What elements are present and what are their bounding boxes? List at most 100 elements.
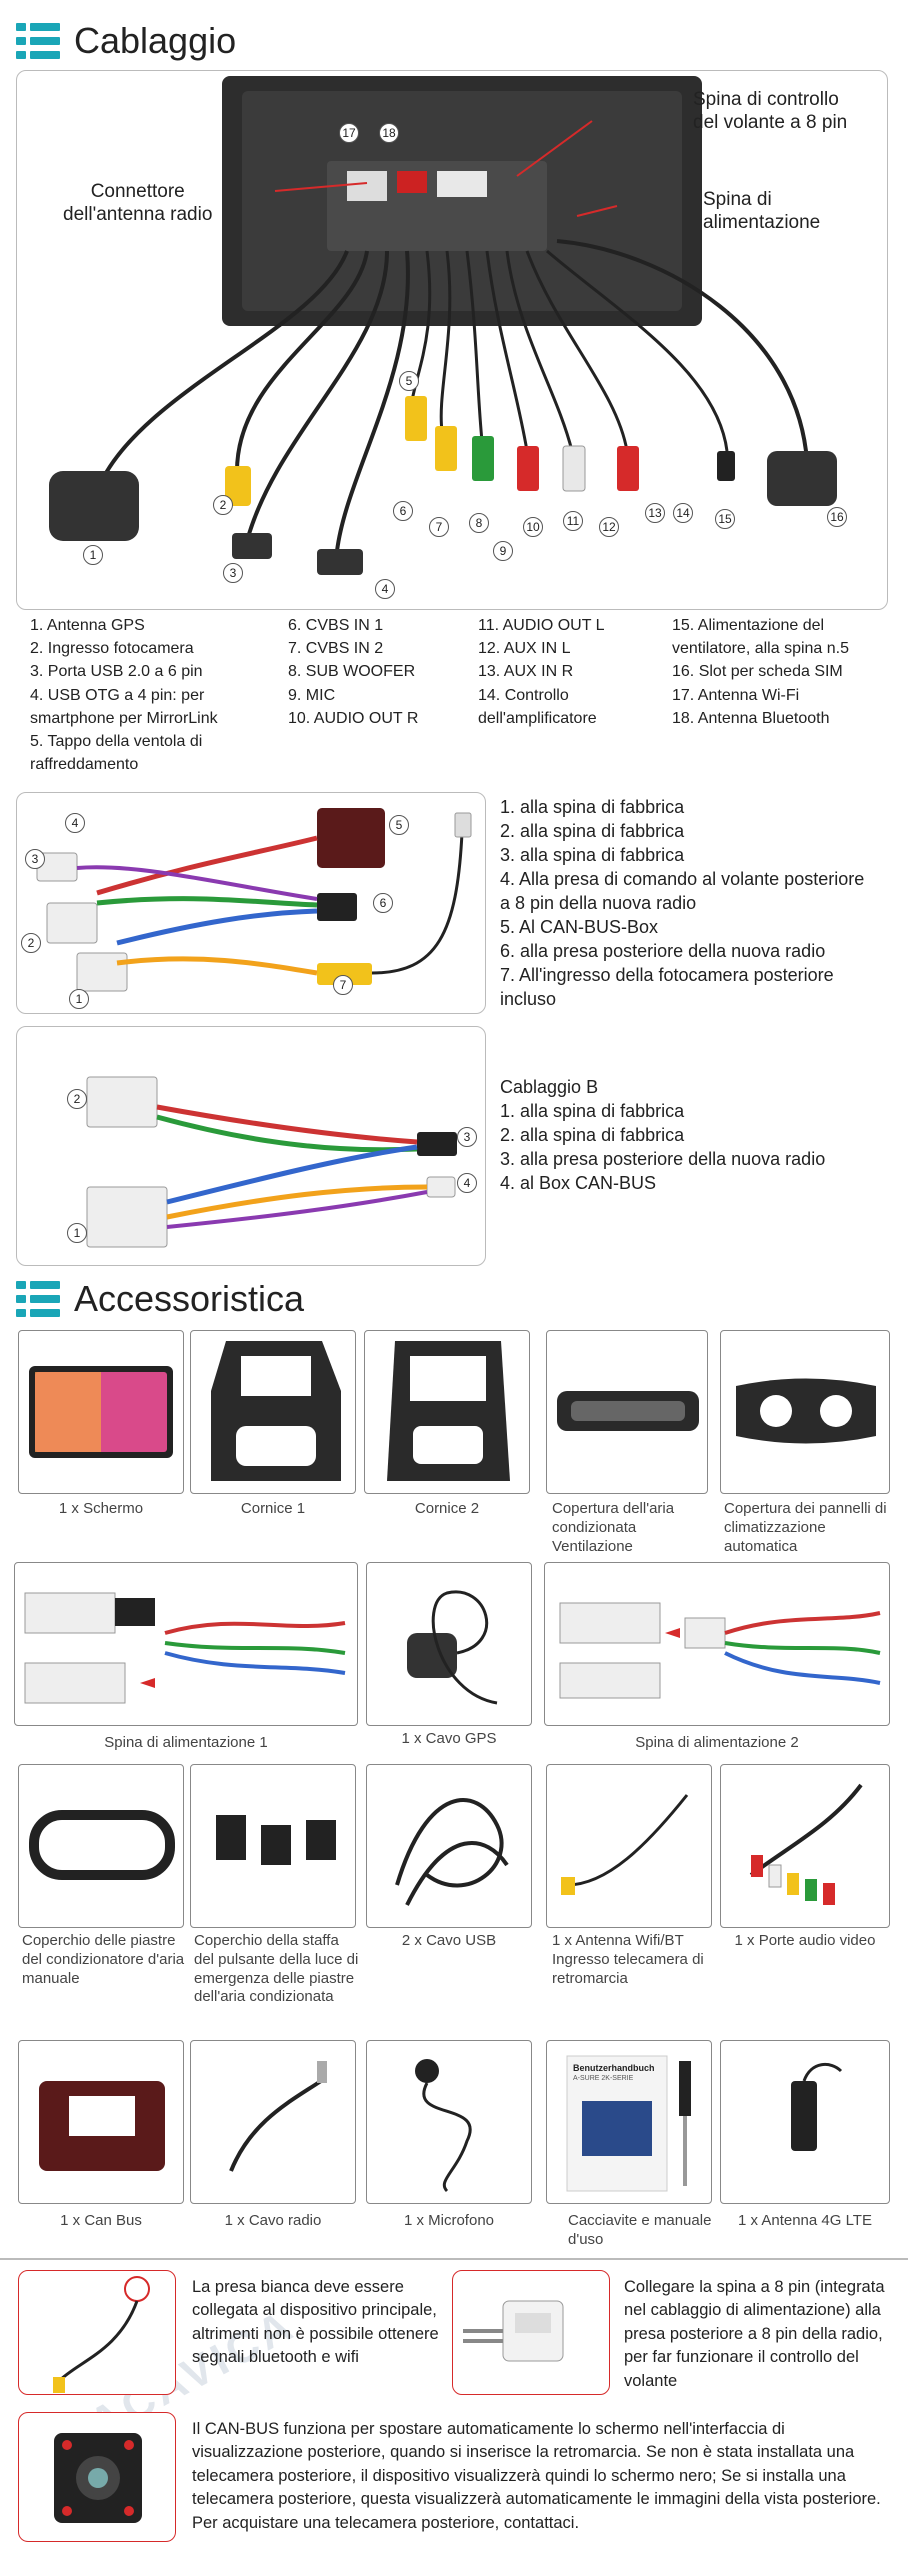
- usb6-plug: [232, 533, 272, 559]
- harness-b-number: 2: [67, 1089, 87, 1109]
- accessory-gps-cable: [366, 1562, 532, 1726]
- caption: 1 x Porte audio video: [734, 1932, 876, 1949]
- caption: Cacciavite e manuale d'uso: [568, 2212, 712, 2248]
- caption: 1 x Microfono: [403, 2212, 495, 2229]
- wiring-title: Cablaggio: [74, 20, 237, 61]
- accessory-screen: [18, 1330, 184, 1494]
- manual-label: Benutzerhandbuch: [573, 2063, 655, 2073]
- harness-b-panel: 2 1 3 4: [16, 1026, 486, 1266]
- note-canbus-image: [18, 2412, 176, 2542]
- callout-antenna-connector: Connettore dell'antenna radio: [63, 181, 213, 225]
- accessory-canbus: [18, 2040, 184, 2204]
- harness-a-number: 4: [65, 813, 85, 833]
- accessory-ac-cover: [546, 1330, 708, 1494]
- diagram-number: 7: [429, 517, 449, 537]
- accessories-title: Accessoristica: [74, 1278, 305, 1319]
- caption: 2 x Cavo USB: [401, 1932, 497, 1949]
- harness-b-number: 3: [457, 1127, 477, 1147]
- harness-a-number: 7: [333, 975, 353, 995]
- accessory-4g-antenna: [720, 2040, 890, 2204]
- harness-a-number: 6: [373, 893, 393, 913]
- note-white-plug-image: [18, 2270, 176, 2395]
- accessory-av-ports: [720, 1764, 890, 1928]
- diagram-number: 17: [339, 123, 359, 143]
- callout-line-power: [576, 205, 618, 217]
- caption: 1 x Antenna Wifi/BT Ingresso telecamera …: [552, 1932, 704, 1987]
- diagram-number: 4: [375, 579, 395, 599]
- accessory-frame-2: [364, 1330, 530, 1494]
- harness-b-number: 4: [457, 1173, 477, 1193]
- accessory-hazard-bracket-cover: [190, 1764, 356, 1928]
- gps-cable: [95, 250, 349, 492]
- diagram-number: 1: [83, 545, 103, 565]
- diagram-number: 14: [673, 503, 693, 523]
- diagram-number: 18: [379, 123, 399, 143]
- accessory-power-plug-1: [14, 1562, 358, 1726]
- harness-a-number: 2: [21, 933, 41, 953]
- notes-separator: [0, 2258, 908, 2560]
- list-icon: [16, 1279, 62, 1319]
- diagram-number: 13: [645, 503, 665, 523]
- white-connector: [347, 171, 387, 201]
- camera-rca: [225, 466, 251, 506]
- diagram-number: 8: [469, 513, 489, 533]
- callout-line-steering: [516, 120, 593, 177]
- note-white-plug: La presa bianca deve essere collegata al…: [192, 2278, 439, 2367]
- camera-cable: [235, 250, 369, 472]
- gps-module: [49, 471, 139, 541]
- caption: 1 x Can Bus: [60, 2212, 142, 2229]
- caption: 1 x Antenna 4G LTE: [738, 2212, 872, 2229]
- harness-a-diagram: [36, 808, 472, 992]
- power-connector: [437, 171, 487, 197]
- rca-6: [405, 396, 427, 441]
- harness-a-panel: 4 3 2 1 5 6 7: [16, 792, 486, 1014]
- diagram-number: 15: [715, 509, 735, 529]
- accessory-auto-ac-cover: [720, 1330, 890, 1494]
- accessory-screwdriver-manual: Benutzerhandbuch A-SURE 2K-SERIE: [546, 2040, 712, 2204]
- diagram-number: 11: [563, 511, 583, 531]
- caption: Cornice 2: [414, 1500, 480, 1517]
- callout-power-plug: Spina di alimentazione: [703, 189, 821, 233]
- accessory-wifi-bt-antenna: [546, 1764, 712, 1928]
- accessory-manual-ac-cover: [18, 1764, 184, 1928]
- caption: Copertura dei pannelli di climatizzazion…: [724, 1500, 887, 1555]
- caption: 1 x Cavo radio: [224, 2212, 322, 2229]
- canbus-box: [317, 808, 385, 868]
- accessory-microphone: [366, 2040, 532, 2204]
- harness-a-number: 3: [25, 849, 45, 869]
- rca-7: [435, 426, 457, 471]
- legend-column-4: 15. Alimentazione del ventilatore, alla …: [672, 617, 849, 727]
- callout-steering-plug: Spina di controllo del volante a 8 pin: [693, 89, 848, 133]
- red-connector: [397, 171, 427, 193]
- accessory-usb-cable: [366, 1764, 532, 1928]
- caption: 1 x Schermo: [58, 1500, 144, 1517]
- caption: Coperchio della staffa del pulsante dell…: [194, 1932, 359, 2006]
- sim-cable: [556, 239, 809, 462]
- sim-module: [767, 451, 837, 506]
- usb4-cable: [335, 250, 410, 552]
- caption: Copertura dell'aria condizionata Ventila…: [552, 1500, 675, 1555]
- accessory-frame-1: [190, 1330, 356, 1494]
- accessory-power-plug-2: [544, 1562, 890, 1726]
- diagram-number: 10: [523, 517, 543, 537]
- caption: Coperchio delle piastre del condizionato…: [22, 1932, 185, 1987]
- diagram-number: 16: [827, 507, 847, 527]
- accessories-section-title: Accessoristica: [16, 1278, 304, 1320]
- rca-12: [617, 446, 639, 491]
- harness-a-number: 1: [69, 989, 89, 1009]
- rca-8: [472, 436, 494, 481]
- diagram-number: 12: [599, 517, 619, 537]
- note-eight-pin-image: [452, 2270, 610, 2395]
- wiring-section-title: Cablaggio: [16, 20, 236, 62]
- diagram-number: 2: [213, 495, 233, 515]
- plug-15: [717, 451, 735, 481]
- wiring-diagram: [49, 76, 837, 575]
- harness-a-number: 5: [389, 815, 409, 835]
- note-eight-pin: Collegare la spina a 8 pin (integrata ne…: [624, 2278, 885, 2390]
- caption: 1 x Cavo GPS: [401, 1730, 497, 1747]
